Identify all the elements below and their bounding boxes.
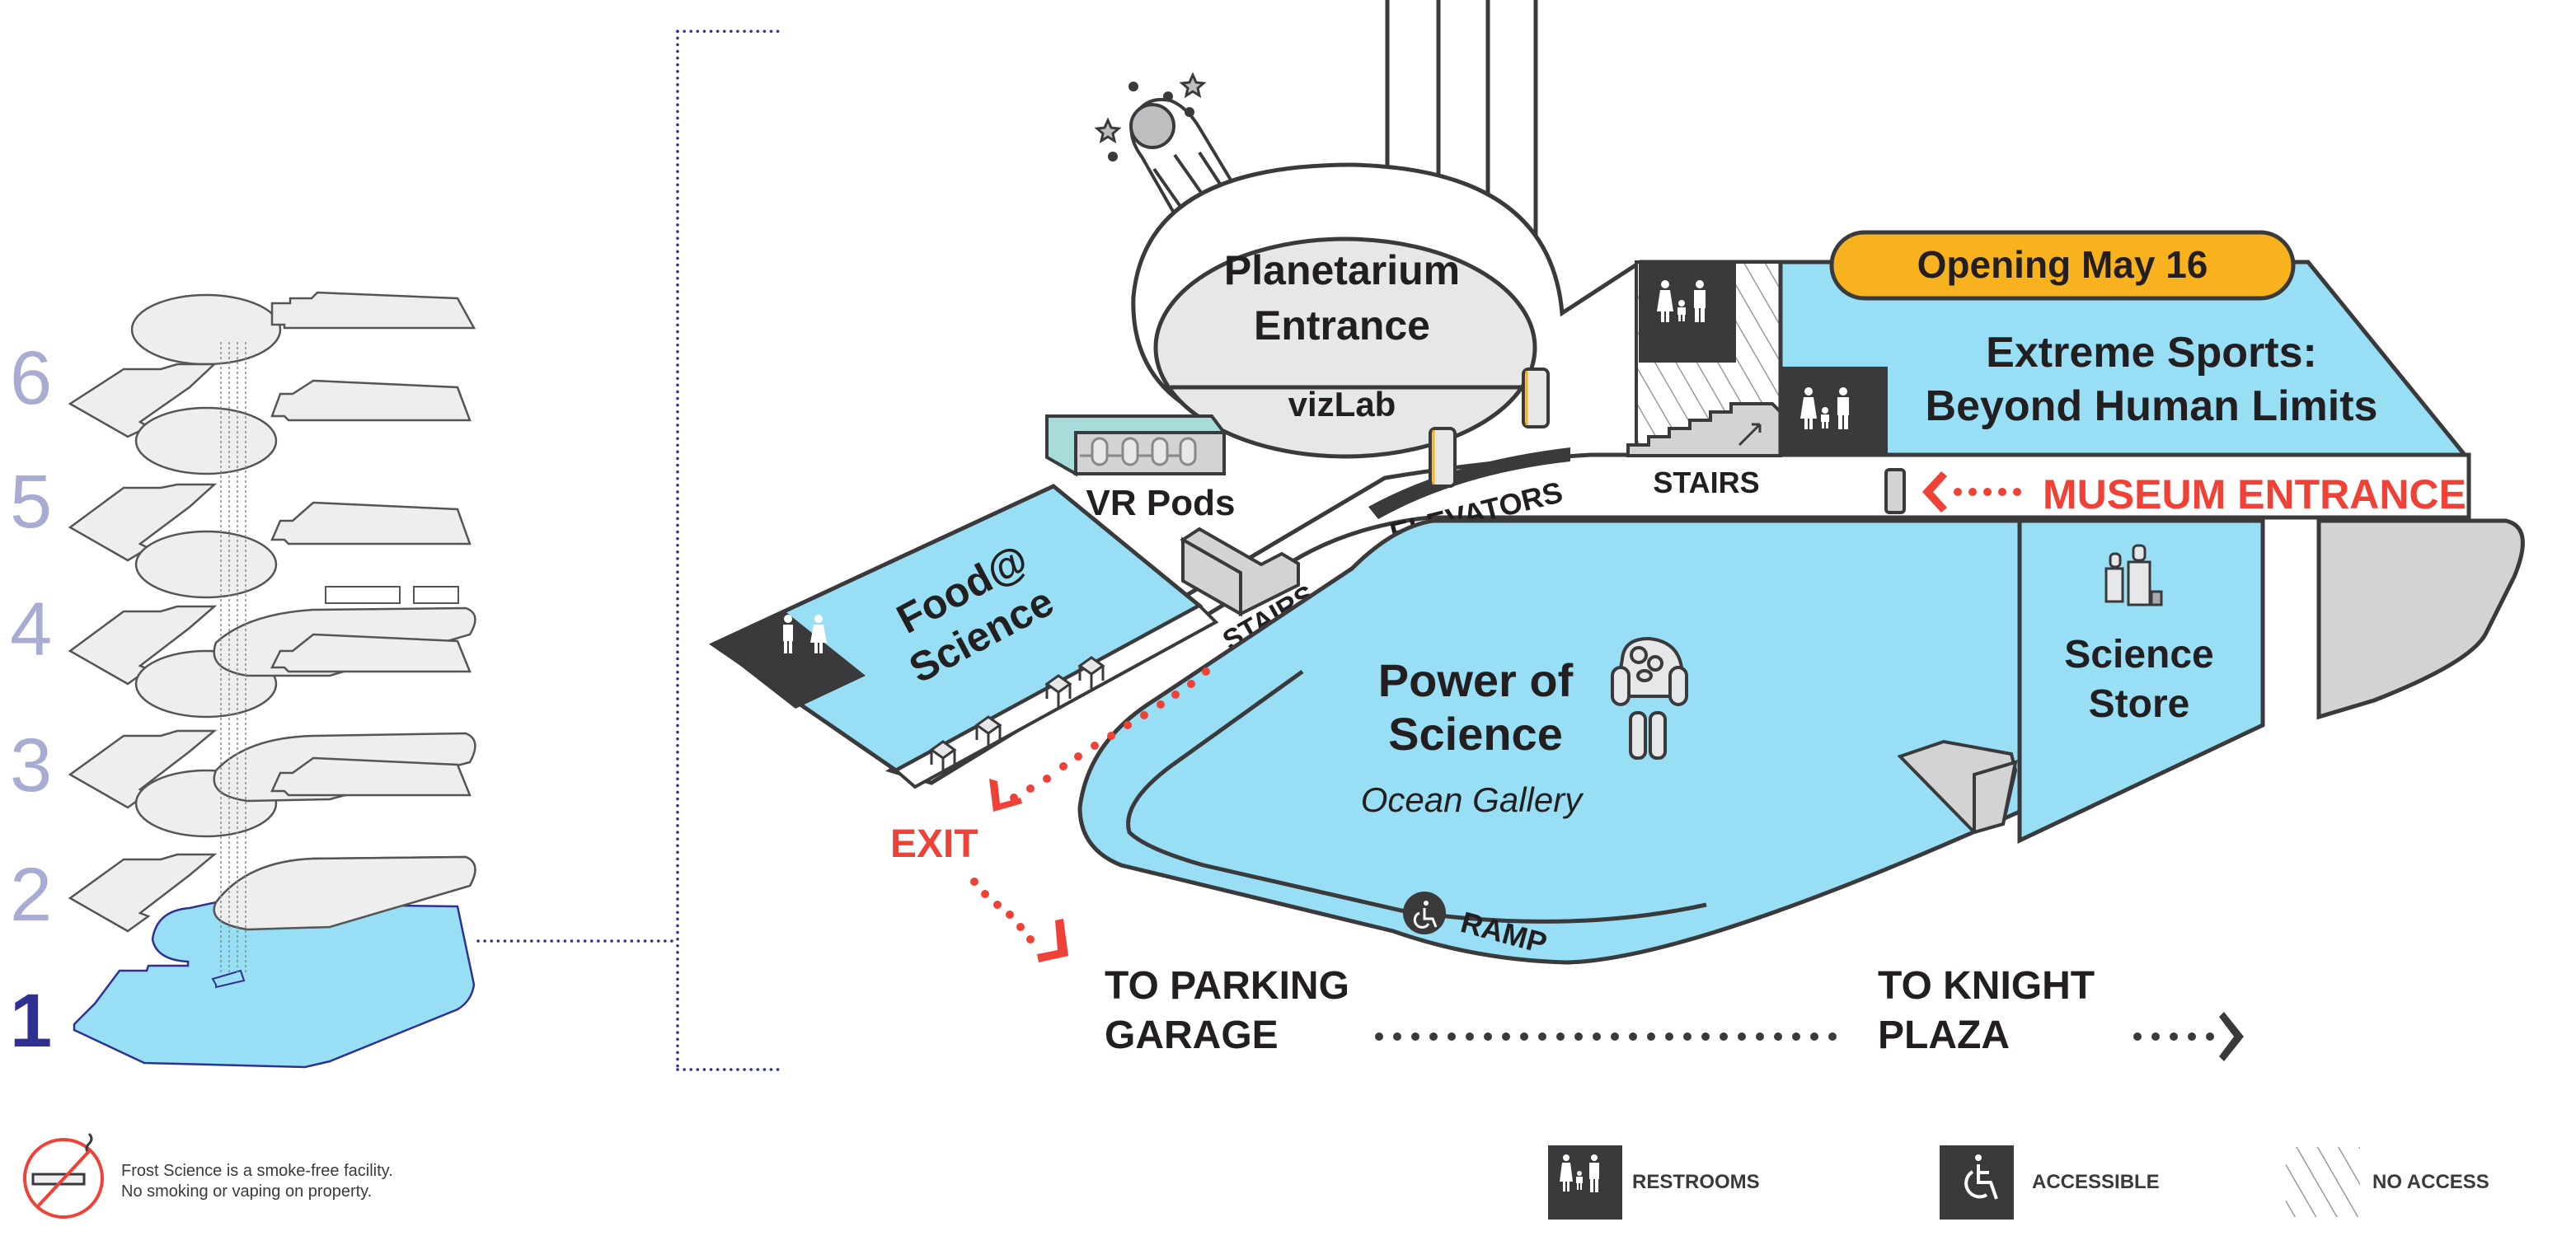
elevator-core-lines — [220, 342, 246, 972]
elevators-bar — [1368, 447, 1570, 519]
vizlab-label: vizLab — [1288, 385, 1396, 424]
stairs-left-icon[interactable] — [1180, 527, 1300, 617]
legend-no-access: NO ACCESS — [2286, 1147, 2489, 1217]
floor-5-label[interactable]: 5 — [10, 460, 52, 544]
restroom-icon — [783, 615, 827, 653]
to-knight-line1[interactable]: TO KNIGHT — [1878, 964, 2095, 1008]
vr-pods-label: VR Pods — [1086, 483, 1236, 523]
extreme-sports-gallery[interactable]: Opening May 16 Extreme Sports: Beyond Hu… — [1778, 230, 2470, 457]
floor-1-label[interactable]: 1 — [10, 979, 52, 1063]
entrance-door-icon — [1884, 468, 1906, 514]
to-knight-line2[interactable]: PLAZA — [1878, 1014, 2010, 1057]
legend-accessible-label: ACCESSIBLE — [2032, 1171, 2160, 1193]
food-at-science[interactable]: Food@ Science — [708, 484, 1219, 789]
to-parking-line1[interactable]: TO PARKING — [1105, 964, 1349, 1008]
legend-restrooms: RESTROOMS — [1548, 1145, 1760, 1220]
power-of-science-gallery[interactable]: Power of Science Ocean Gallery — [1077, 518, 2022, 965]
planetarium-label-line2: Entrance — [1254, 302, 1430, 349]
floor-5-shape[interactable] — [68, 379, 472, 562]
science-store-line1: Science — [2064, 633, 2213, 677]
smoke-free-line2: No smoking or vaping on property. — [121, 1182, 372, 1201]
floor-3-shape[interactable] — [68, 606, 476, 809]
opening-badge — [1829, 230, 2296, 301]
science-store-line2: Store — [2089, 682, 2190, 726]
legend-no-access-label: NO ACCESS — [2372, 1171, 2489, 1193]
comet-icon — [1094, 72, 1238, 218]
legend-restrooms-label: RESTROOMS — [1632, 1171, 1760, 1193]
opening-badge-text: Opening May 16 — [1917, 243, 2208, 286]
hatch-pattern-icon — [2286, 1147, 2360, 1217]
vr-pod-seats — [1080, 437, 1197, 466]
restroom-icon — [1800, 387, 1849, 429]
smoke-free-line1: Frost Science is a smoke-free facility. — [121, 1162, 393, 1180]
floor-6-label[interactable]: 6 — [10, 336, 52, 420]
legend-accessible: ACCESSIBLE — [1940, 1145, 2160, 1220]
museum-entrance-label[interactable]: MUSEUM ENTRANCE — [2043, 471, 2466, 517]
floor-4-label[interactable]: 4 — [10, 588, 52, 672]
ocean-gallery-label: Ocean Gallery — [1361, 780, 1584, 819]
elevator-door-icons — [1429, 368, 1550, 488]
vr-pods[interactable]: VR Pods — [1045, 414, 1236, 523]
no-smoking-icon — [23, 1132, 104, 1219]
restroom-stairs-block — [1626, 260, 1782, 457]
exit-arrow — [989, 667, 1210, 812]
planetarium-entrance[interactable]: Planetarium Entrance vizLab — [1153, 236, 1537, 459]
gray-service-room — [2316, 518, 2525, 720]
restroom-block-upper — [1639, 264, 1736, 363]
power-of-science-line1: Power of — [1378, 654, 1574, 706]
restroom-icon — [1560, 1154, 1599, 1192]
diving-suit-icon — [1611, 636, 1688, 760]
shoppers-icon — [2104, 544, 2163, 606]
restroom-icon — [1657, 280, 1706, 322]
floor-2-label[interactable]: 2 — [10, 853, 52, 937]
exit-label[interactable]: EXIT — [890, 822, 978, 866]
table-icons — [929, 656, 1105, 773]
extreme-sports-line1: Extreme Sports: — [1986, 329, 2317, 377]
wheelchair-icon — [1964, 1154, 1998, 1200]
stairs-top-label: STAIRS — [1653, 466, 1759, 499]
walkway-dots — [1375, 1032, 1837, 1041]
power-of-science-line2: Science — [1388, 708, 1563, 760]
knight-arrow-icon — [2133, 1012, 2244, 1061]
floor-4-shape[interactable] — [68, 501, 472, 686]
floor-selector: 6 5 4 3 2 1 — [10, 291, 476, 1069]
extreme-sports-line2: Beyond Human Limits — [1926, 382, 2378, 430]
floor-3-label[interactable]: 3 — [10, 723, 52, 808]
to-parking-line2[interactable]: GARAGE — [1105, 1014, 1279, 1057]
planetarium-label-line1: Planetarium — [1224, 247, 1460, 293]
floor-6-shape[interactable] — [68, 291, 476, 438]
restroom-block-lower — [1782, 367, 1888, 455]
stairs-store-icon[interactable] — [1897, 739, 2018, 835]
zoom-connector — [476, 30, 781, 1071]
science-store[interactable]: Science Store — [2017, 518, 2265, 844]
floor-1-shape[interactable] — [73, 855, 476, 1069]
exit-to-parking-arrow — [970, 878, 1068, 962]
entrance-arrow-icon — [1922, 471, 2021, 513]
